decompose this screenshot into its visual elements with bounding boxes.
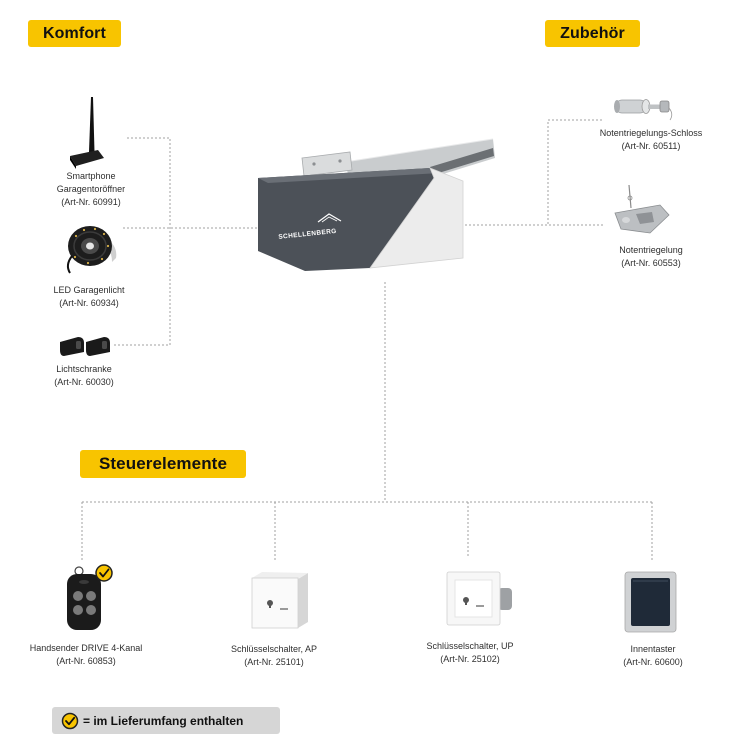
lock-key-icon	[614, 99, 673, 121]
label-schluesselschalter-up: Schlüsselschalter, UP (Art-Nr. 25102)	[400, 640, 540, 666]
garage-door-opener-icon: SCHELLENBERG	[258, 138, 495, 271]
item-name: Innentaster	[630, 644, 676, 654]
connector-steuerelemente-drops	[81, 502, 653, 560]
legend-text: = im Lieferumfang enthalten	[83, 713, 244, 728]
label-notentriegelung: Notentriegelung (Art-Nr. 60553)	[581, 244, 721, 270]
item-name: Lichtschranke	[56, 364, 112, 374]
key-switch-up-icon	[446, 571, 512, 626]
item-article-number: (Art-Nr. 60934)	[59, 298, 119, 308]
item-name: LED Garagenlicht	[53, 285, 125, 295]
push-button-icon	[624, 571, 677, 633]
emergency-release-icon	[614, 184, 670, 234]
item-name: Smartphone	[66, 171, 116, 181]
item-name: Garagentoröffner	[56, 184, 126, 194]
item-article-number: (Art-Nr. 60511)	[621, 141, 681, 151]
label-handsender: Handsender DRIVE 4-Kanal (Art-Nr. 60853)	[16, 642, 156, 668]
included-check-icon	[95, 564, 113, 582]
steuerelemente-badge: Steuerelemente	[80, 450, 246, 478]
key-switch-ap-icon	[251, 572, 308, 629]
remote-control-icon	[67, 566, 101, 630]
connector-zubehoer-trunk	[547, 119, 602, 225]
brand-roof-icon	[317, 213, 342, 223]
item-article-number: (Art-Nr. 60600)	[623, 657, 683, 667]
item-name: Schlüsselschalter, AP	[230, 644, 318, 654]
item-article-number: (Art-Nr. 60853)	[56, 656, 116, 666]
item-article-number: (Art-Nr. 25101)	[244, 657, 304, 667]
item-name: Notentriegelung	[619, 245, 683, 255]
label-smartphone-garagentoroeffner: Smartphone Garagentoröffner (Art-Nr. 609…	[21, 170, 161, 209]
item-name: Schlüsselschalter, UP	[426, 641, 514, 651]
connector-komfort-trunk	[112, 137, 171, 346]
item-name: Handsender DRIVE 4-Kanal	[29, 643, 143, 653]
label-led-garagenlicht: LED Garagenlicht (Art-Nr. 60934)	[19, 284, 159, 310]
connector-lines	[81, 119, 653, 560]
item-article-number: (Art-Nr. 60553)	[621, 258, 681, 268]
zubehoer-badge: Zubehör	[545, 20, 640, 47]
item-article-number: (Art-Nr. 60030)	[54, 377, 114, 387]
check-icon	[61, 712, 79, 729]
light-barrier-icon	[60, 337, 110, 356]
label-notentriegelungs-schloss: Notentriegelungs-Schloss (Art-Nr. 60511)	[581, 127, 721, 153]
komfort-badge: Komfort	[28, 20, 121, 47]
label-schluesselschalter-ap: Schlüsselschalter, AP (Art-Nr. 25101)	[204, 643, 344, 669]
label-lichtschranke: Lichtschranke (Art-Nr. 60030)	[14, 363, 154, 389]
led-strip-icon	[66, 226, 117, 274]
legend-included: = im Lieferumfang enthalten	[52, 707, 280, 734]
label-innentaster: Innentaster (Art-Nr. 60600)	[583, 643, 723, 669]
item-name: Notentriegelungs-Schloss	[599, 128, 703, 138]
item-article-number: (Art-Nr. 25102)	[440, 654, 500, 664]
item-article-number: (Art-Nr. 60991)	[61, 197, 121, 207]
antenna-icon	[70, 97, 104, 169]
